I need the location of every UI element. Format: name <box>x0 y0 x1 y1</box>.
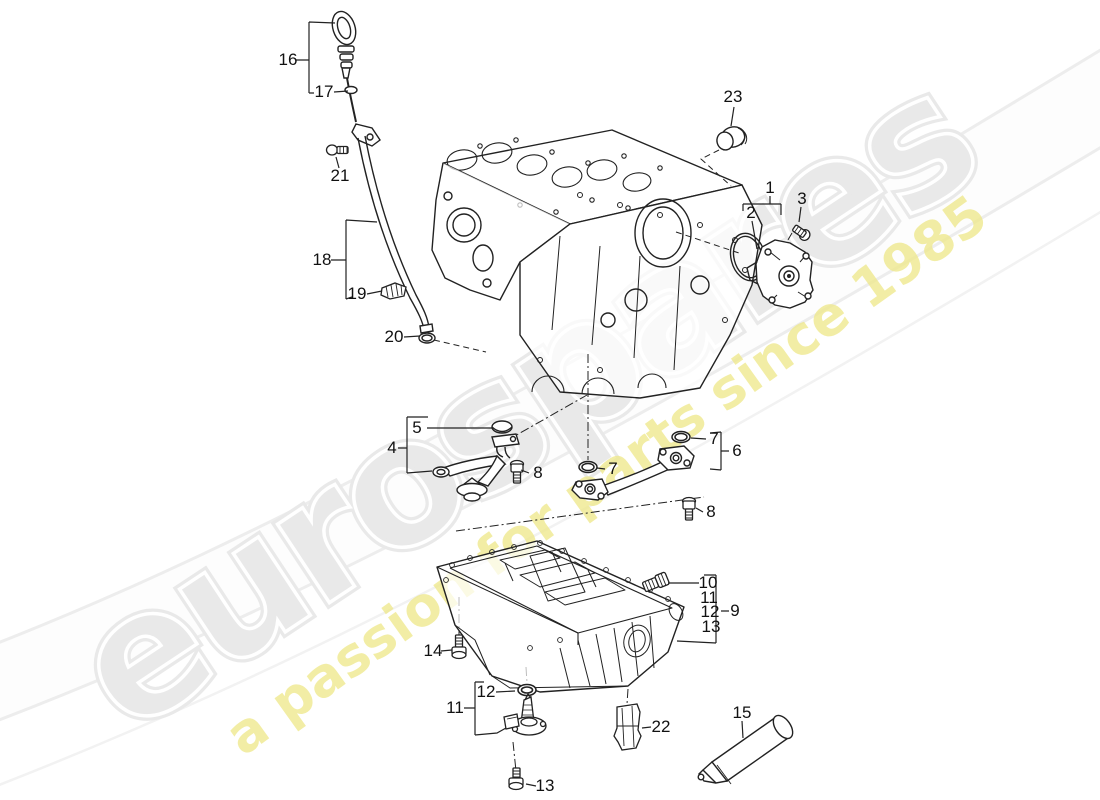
callout-17: 17 <box>314 82 334 101</box>
pan-screw <box>451 634 467 660</box>
cylinder-bores <box>446 137 663 215</box>
o-ring-right <box>671 430 691 444</box>
oil-level-plug <box>641 571 670 593</box>
suction-cap <box>491 420 513 434</box>
sealant-tube <box>697 714 794 785</box>
o-ring-left <box>578 460 598 474</box>
callout-6: 6 <box>732 441 742 460</box>
callout-12-sensor: 12 <box>476 682 496 701</box>
dipstick-grommet <box>344 85 358 95</box>
callout-23: 23 <box>723 87 743 106</box>
suction-pipe-right <box>571 445 695 501</box>
sensor-screw <box>508 767 524 791</box>
pump-housing <box>746 239 814 309</box>
callout-8-left: 8 <box>533 463 543 482</box>
callout-7-right: 7 <box>709 429 719 448</box>
callout-14: 14 <box>423 641 443 660</box>
dipstick <box>331 10 358 123</box>
callout-22: 22 <box>651 717 671 736</box>
holder-screw <box>325 144 349 156</box>
callout-7-left: 7 <box>608 459 618 478</box>
pump-screw <box>792 224 811 242</box>
dipstick-tube <box>351 123 434 334</box>
oil-level-sensor <box>503 692 547 736</box>
callout-3: 3 <box>797 189 807 208</box>
callout-2: 2 <box>746 203 756 222</box>
callout-11-pan: 11 <box>700 588 718 607</box>
callout-11-sensor: 11 <box>446 698 464 717</box>
callout-10: 10 <box>698 573 718 592</box>
callout-13-sensor: 13 <box>535 776 555 795</box>
suction-pipe-left <box>432 433 520 502</box>
callout-20: 20 <box>384 327 404 346</box>
engine-block <box>431 129 763 399</box>
callout-8-right: 8 <box>706 502 716 521</box>
callout-5: 5 <box>412 418 422 437</box>
retaining-clip <box>613 703 642 751</box>
callout-13-pan: 13 <box>701 617 721 636</box>
callout-21: 21 <box>330 166 350 185</box>
tube-clip <box>380 282 407 300</box>
swoosh-graphic <box>0 48 1100 786</box>
suction-screw-left <box>509 459 525 484</box>
callout-1: 1 <box>765 178 775 197</box>
suction-screw-right <box>681 496 697 521</box>
callout-15: 15 <box>732 703 752 722</box>
callout-18: 18 <box>312 250 332 269</box>
callout-19: 19 <box>347 284 367 303</box>
center-lines <box>433 149 793 772</box>
sensor-seal <box>517 683 537 697</box>
callout-16: 16 <box>278 50 298 69</box>
callout-4: 4 <box>387 438 397 457</box>
leader-lines <box>296 21 802 787</box>
callout-9: 9 <box>730 601 740 620</box>
tube-seal-ring <box>418 332 436 344</box>
sealing-plug <box>716 126 748 151</box>
callout-12-pan: 12 <box>700 602 720 621</box>
oil-pan <box>436 540 685 693</box>
